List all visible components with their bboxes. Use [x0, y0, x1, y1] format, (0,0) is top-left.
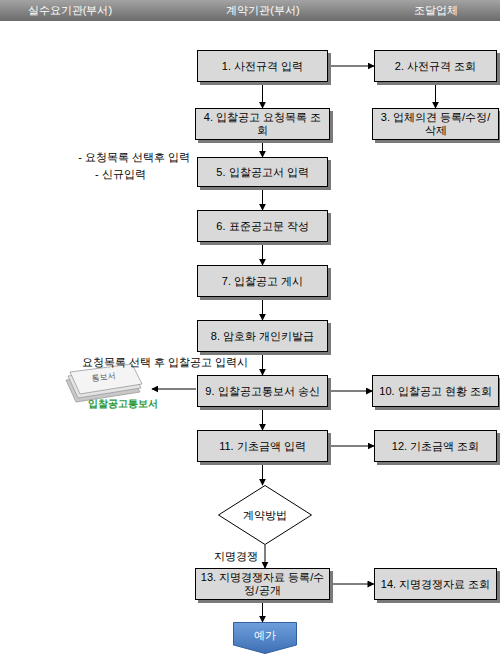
process-box: 11. 기초금액 입력 [197, 430, 328, 462]
note-text: - 요청목록 선택후 입력 [78, 151, 190, 164]
edge-label: 지명경쟁 [213, 550, 259, 563]
column-header: 실수요기관(부서) [28, 4, 112, 17]
node-text: 12. 기초금액 조회 [388, 440, 483, 453]
process-box: 12. 기초금액 조회 [374, 430, 497, 462]
terminal-shape: 예가 [233, 622, 297, 654]
node-text: 8. 암호화 개인키발급 [207, 330, 318, 343]
document-icon [66, 364, 142, 402]
process-box: 3. 업체의견 등록/수정/삭제 [372, 108, 499, 140]
node-text: 예가 [250, 629, 280, 642]
node-text: 7. 입찰공고 게시 [218, 275, 307, 288]
process-box: 14. 지명경쟁자료 조회 [374, 568, 497, 600]
flow-arrow [262, 297, 263, 320]
node-text: 14. 지명경쟁자료 조회 [377, 578, 494, 591]
process-box: 13. 지명경쟁자료 등록/수정/공개 [195, 568, 330, 600]
flow-arrow [435, 82, 436, 108]
node-text: 11. 기초금액 입력 [215, 440, 310, 453]
flow-arrow [262, 600, 263, 622]
process-box: 2. 사전규격 조회 [374, 50, 497, 82]
node-text: 10. 입찰공고 현황 조회 [375, 385, 495, 398]
flow-arrow [262, 242, 263, 265]
node-text: 13. 지명경쟁자료 등록/수정/공개 [196, 571, 329, 597]
node-text: 1. 사전규격 입력 [218, 60, 307, 73]
leader-arrow [152, 389, 196, 390]
note-text: - 신규입력 [95, 168, 146, 181]
node-text: 계약방법 [239, 509, 291, 522]
flow-arrow [328, 446, 374, 447]
process-box: 4. 입찰공고 요청목록 조회 [195, 108, 330, 140]
node-text: 5. 입찰공고서 입력 [212, 166, 312, 179]
process-box: 1. 사전규격 입력 [197, 50, 328, 82]
process-box: 6. 표준공고문 작성 [197, 210, 328, 242]
flow-arrow [262, 352, 263, 375]
flow-arrow [262, 187, 263, 210]
process-box: 8. 암호화 개인키발급 [197, 320, 328, 352]
flow-arrow [262, 407, 263, 430]
process-box: 10. 입찰공고 현황 조회 [372, 375, 498, 407]
process-box: 5. 입찰공고서 입력 [197, 157, 328, 187]
process-box: 9. 입찰공고통보서 송신 [197, 375, 328, 407]
column-header: 조달업체 [414, 4, 458, 17]
flow-arrow [262, 462, 263, 485]
flow-arrow [265, 545, 266, 568]
node-text: 6. 표준공고문 작성 [212, 220, 312, 233]
flow-arrow [262, 82, 263, 108]
icon-caption: 입찰공고통보서 [88, 397, 158, 410]
node-text: 2. 사전규격 조회 [391, 60, 480, 73]
flow-arrow [330, 584, 374, 585]
flow-arrow [328, 391, 372, 392]
node-text: 9. 입찰공고통보서 송신 [201, 385, 323, 398]
decision-diamond: 계약방법 [218, 485, 312, 545]
node-text: 4. 입찰공고 요청목록 조회 [196, 111, 329, 137]
flow-arrow [262, 140, 263, 157]
note-text: 요청목록 선택 후 입찰공고 입력시 [82, 356, 248, 369]
process-box: 7. 입찰공고 게시 [197, 265, 328, 297]
column-header: 계약기관(부서) [226, 4, 299, 17]
flow-arrow [328, 66, 374, 67]
node-text: 3. 업체의견 등록/수정/삭제 [373, 111, 498, 137]
